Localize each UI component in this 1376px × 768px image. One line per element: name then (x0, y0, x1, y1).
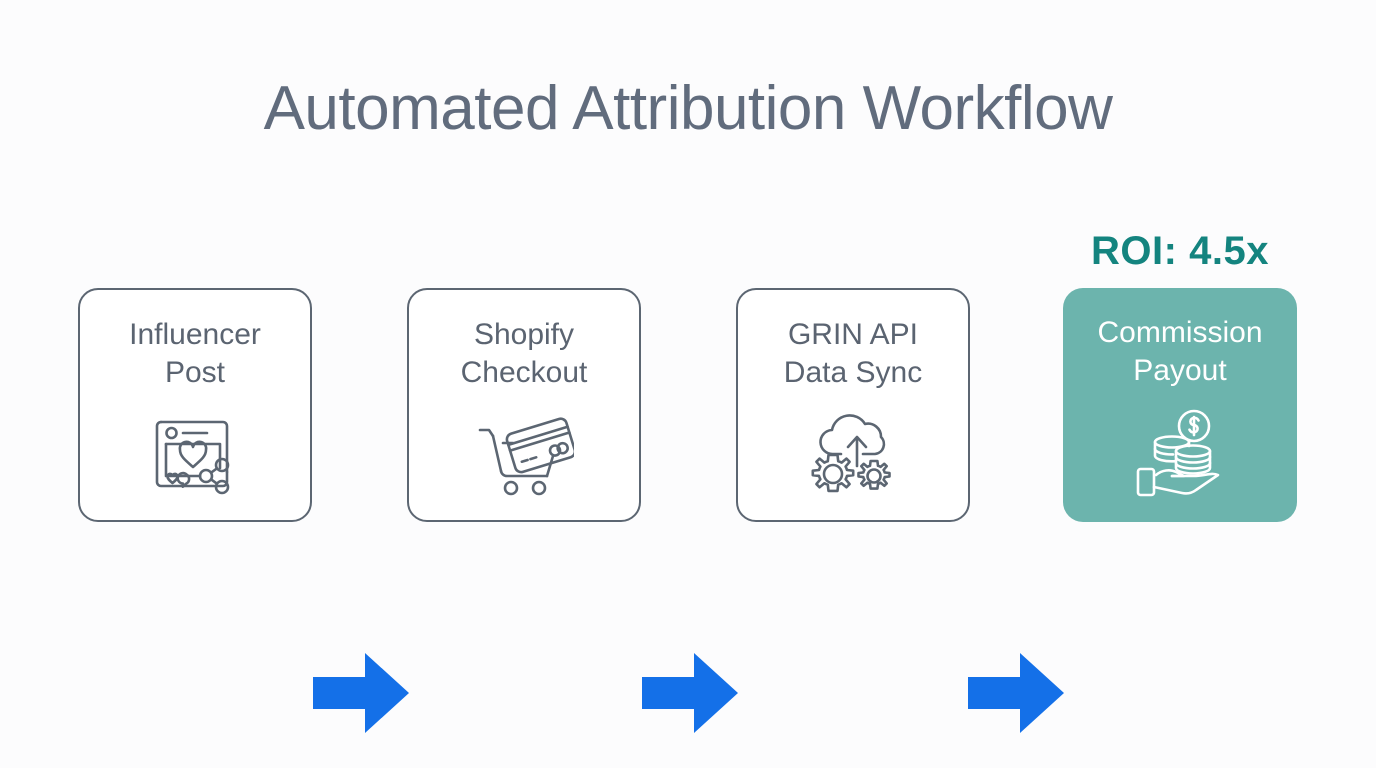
step-label-line1: Commission (1097, 316, 1263, 349)
step-card-commission-payout[interactable]: Commission Payout (1063, 288, 1297, 522)
step-card-grin-api-data-sync[interactable]: GRIN API Data Sync (736, 288, 970, 522)
step-card-shopify-checkout[interactable]: Shopify Checkout (407, 288, 641, 522)
step-label-grin-api-data-sync: GRIN API Data Sync (748, 316, 958, 392)
step-label-shopify-checkout: Shopify Checkout (419, 316, 629, 392)
step-label-line2: Data Sync (783, 356, 923, 389)
flow-arrow-1 (313, 651, 409, 735)
step-label-commission-payout: Commission Payout (1075, 314, 1285, 390)
step-label-line2: Payout (1133, 354, 1227, 387)
flow-arrow-2 (642, 651, 738, 735)
flow-arrow-3 (968, 651, 1064, 735)
step-label-line2: Checkout (460, 356, 588, 389)
step-label-line1: Influencer (129, 318, 261, 351)
roi-badge: ROI: 4.5x (1091, 229, 1269, 273)
workflow-flow-row: Influencer Post (0, 288, 1376, 733)
social-post-icon (145, 406, 245, 502)
cart-credit-card-icon (474, 406, 574, 502)
hand-coins-icon (1130, 404, 1230, 500)
cloud-sync-gears-icon (803, 406, 903, 502)
step-label-influencer-post: Influencer Post (90, 316, 300, 392)
step-label-line1: GRIN API (787, 318, 919, 351)
page-title: Automated Attribution Workflow (263, 74, 1113, 143)
step-card-influencer-post[interactable]: Influencer Post (78, 288, 312, 522)
step-label-line1: Shopify (473, 318, 575, 351)
step-label-line2: Post (164, 356, 226, 389)
